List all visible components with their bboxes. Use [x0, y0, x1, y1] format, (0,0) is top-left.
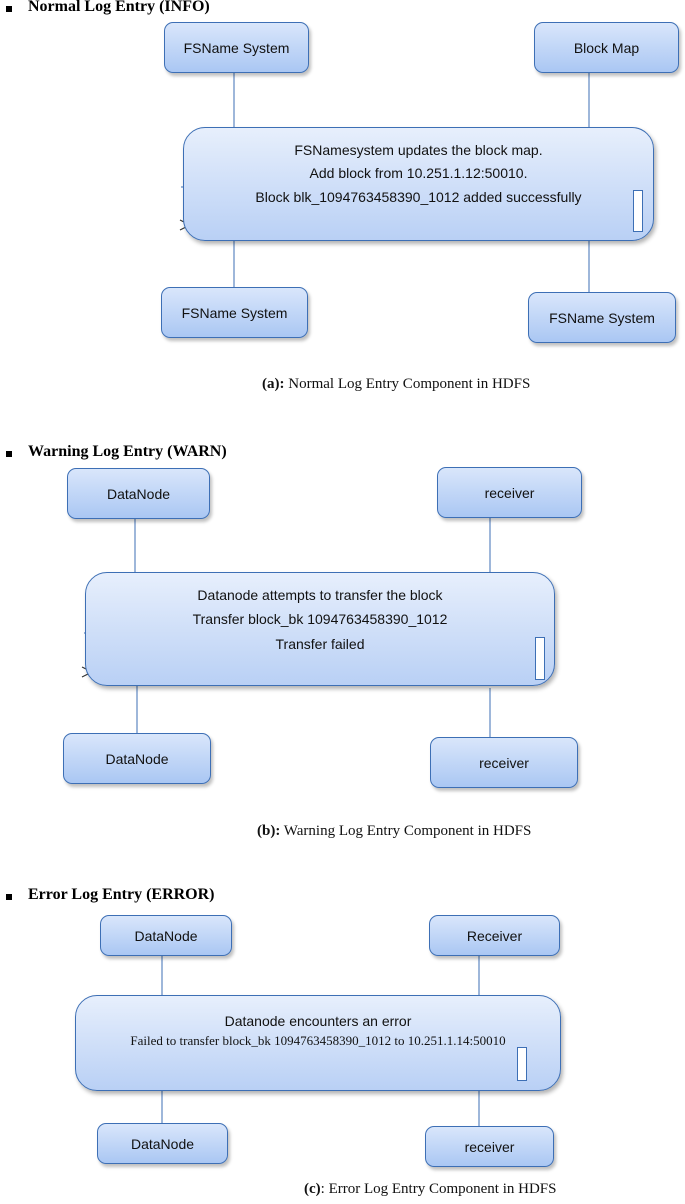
node-bottom-left-c: DataNode [97, 1123, 228, 1164]
bullet-icon [6, 6, 12, 12]
message-line-b3: Transfer failed [275, 636, 365, 652]
bullet-icon [6, 894, 12, 900]
message-line-b2: Transfer block_bk 1094763458390_1012 [192, 611, 448, 627]
node-top-left-b: DataNode [67, 468, 210, 519]
activation-bar-b [535, 637, 545, 680]
caption-a-label: (a): [262, 376, 285, 392]
node-bottom-right-a: FSName System [528, 292, 676, 343]
message-line-c1: Datanode encounters an error [224, 1013, 412, 1029]
caption-b-label: (b): [257, 823, 281, 839]
node-bottom-left-a: FSName System [161, 287, 308, 338]
message-line-a3: Block blk_1094763458390_1012 added succe… [255, 189, 582, 205]
node-top-left-a: FSName System [164, 22, 309, 73]
message-panel-a: FSNamesystem updates the block map. Add … [183, 127, 654, 241]
message-line-a1: FSNamesystem updates the block map. [294, 142, 543, 158]
node-bottom-right-b: receiver [430, 737, 578, 788]
caption-b-text: Warning Log Entry Component in HDFS [280, 823, 532, 839]
node-top-left-c: DataNode [100, 915, 232, 956]
section-heading-error: Error Log Entry (ERROR) [28, 886, 215, 903]
message-line-a2: Add block from 10.251.1.12:50010. [309, 165, 528, 181]
caption-c-label: (c) [304, 1181, 321, 1197]
section-heading-info: Normal Log Entry (INFO) [28, 0, 210, 15]
message-panel-b: Datanode attempts to transfer the block … [85, 572, 555, 686]
caption-b: (b): Warning Log Entry Component in HDFS [257, 823, 531, 840]
caption-a: (a): Normal Log Entry Component in HDFS [262, 376, 530, 393]
caption-c: (c): Error Log Entry Component in HDFS [304, 1181, 556, 1198]
message-panel-c: Datanode encounters an error Failed to t… [75, 995, 561, 1091]
node-top-right-a: Block Map [534, 22, 679, 73]
bullet-icon [6, 451, 12, 457]
message-line-c2: Failed to transfer block_bk 109476345839… [130, 1033, 506, 1048]
activation-bar-a [633, 190, 643, 232]
activation-bar-c [517, 1047, 527, 1081]
node-bottom-right-c: receiver [425, 1126, 554, 1167]
caption-a-text: Normal Log Entry Component in HDFS [284, 376, 531, 392]
section-heading-warn: Warning Log Entry (WARN) [28, 443, 227, 460]
message-line-b1: Datanode attempts to transfer the block [197, 587, 443, 603]
node-top-right-b: receiver [437, 467, 582, 518]
caption-c-text: : Error Log Entry Component in HDFS [320, 1181, 557, 1197]
node-top-right-c: Receiver [429, 915, 560, 956]
node-bottom-left-b: DataNode [63, 733, 211, 784]
